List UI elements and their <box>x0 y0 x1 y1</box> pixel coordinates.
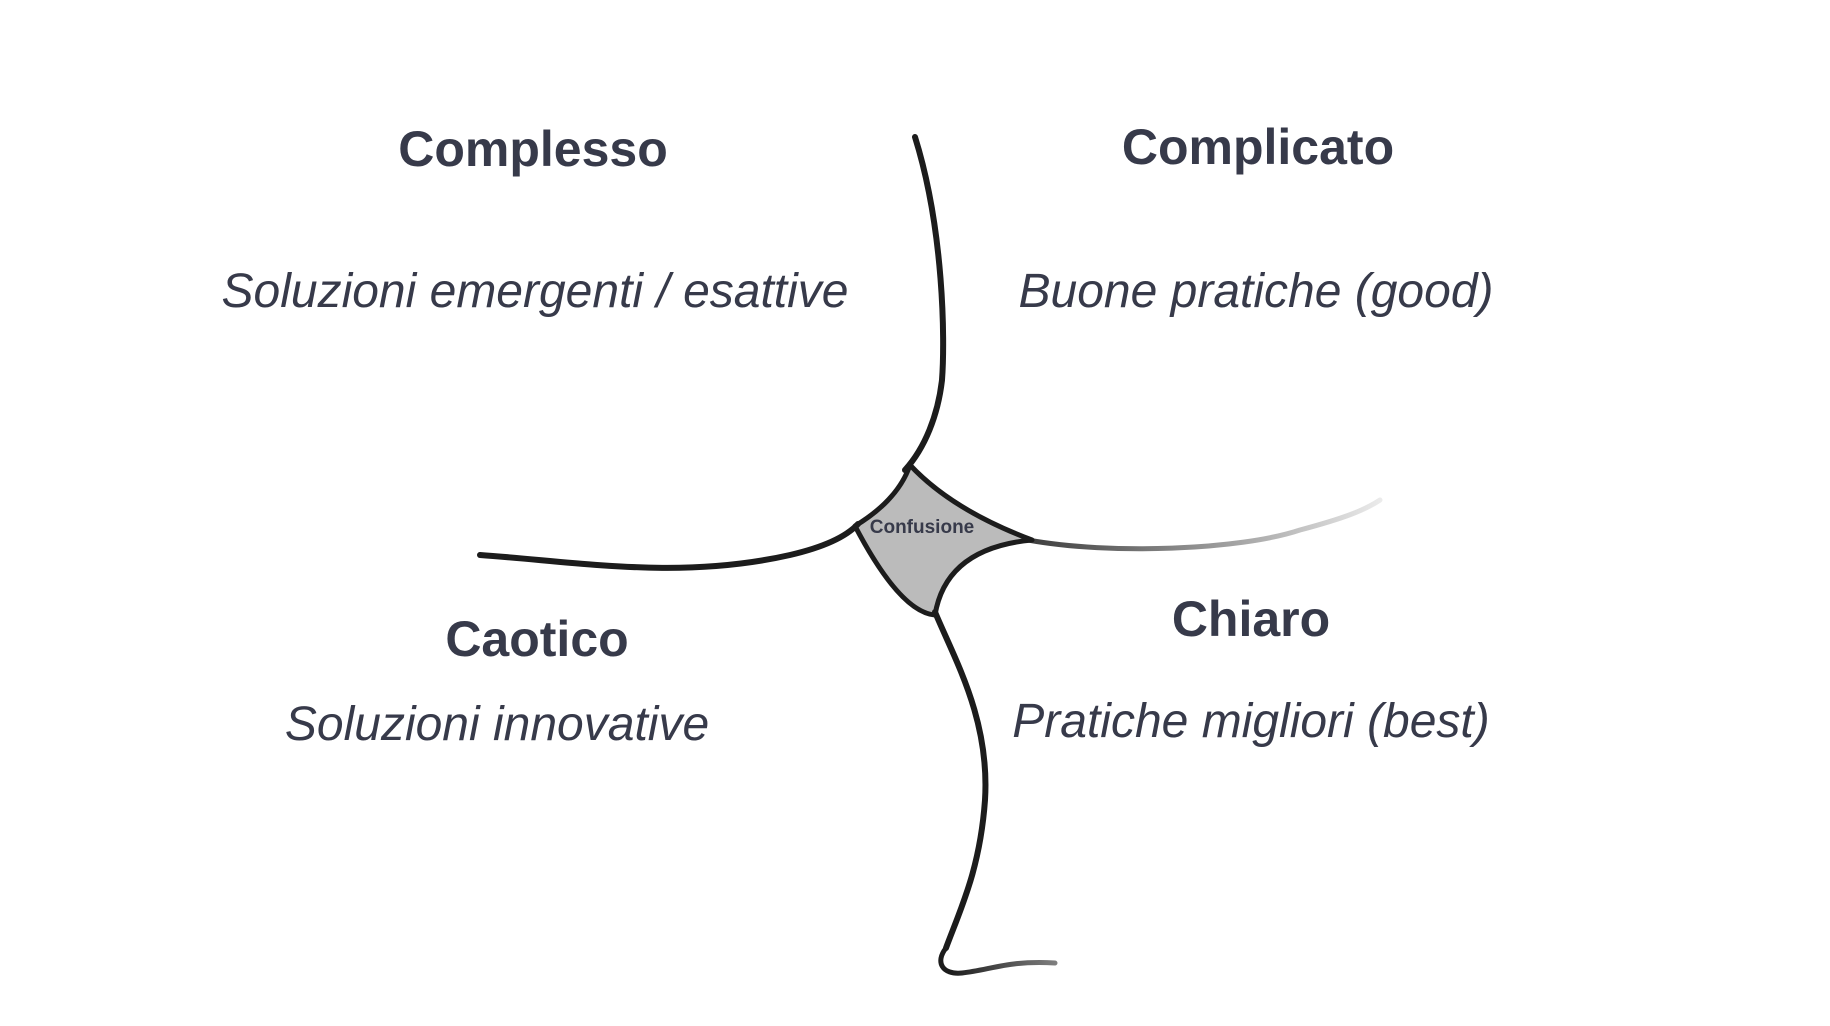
confusion-label: Confusione <box>869 517 975 538</box>
complex-title: Complesso <box>398 121 668 177</box>
boundary-right <box>1025 497 1383 552</box>
complex-description: Soluzioni emergenti / esattive <box>221 265 849 318</box>
boundary-bottom <box>932 609 989 951</box>
cliff-tail <box>938 945 1058 976</box>
chaotic-description: Soluzioni innovative <box>284 698 710 751</box>
complicated-description: Buone pratiche (good) <box>1018 265 1494 318</box>
boundary-top <box>902 134 947 473</box>
clear-title: Chiaro <box>1171 591 1331 647</box>
clear-description: Pratiche migliori (best) <box>1012 695 1490 748</box>
complicated-title: Complicato <box>1121 119 1395 175</box>
chaotic-title: Caotico <box>445 611 629 667</box>
boundary-left <box>477 521 861 571</box>
confusion-area <box>852 462 1035 618</box>
